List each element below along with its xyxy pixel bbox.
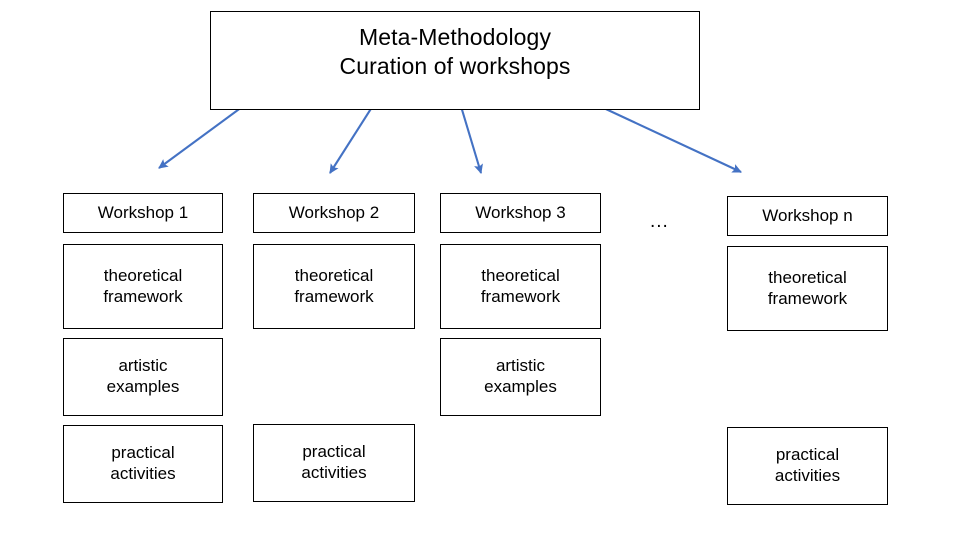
workshop-1-item-2-line-1: practical bbox=[111, 443, 175, 463]
workshop-n-theoretical-framework-box[interactable]: theoretical framework bbox=[727, 246, 888, 331]
root-title-line-2: Curation of workshops bbox=[339, 52, 571, 79]
workshop-1-item-2-line-2: activities bbox=[110, 464, 176, 483]
workshop-n-header-box[interactable]: Workshop n bbox=[727, 196, 888, 236]
workshop-2-header-box[interactable]: Workshop 2 bbox=[253, 193, 415, 233]
workshop-3-item-0-line-1: theoretical bbox=[481, 265, 560, 285]
workshop-n-practical-activities-box[interactable]: practical activities bbox=[727, 427, 888, 505]
workshop-1-item-0-line-2: framework bbox=[103, 286, 183, 306]
workshop-3-header-box[interactable]: Workshop 3 bbox=[440, 193, 601, 233]
workshop-n-item-0-line-1: theoretical bbox=[768, 267, 847, 287]
workshop-2-item-1-line-1: practical bbox=[302, 442, 366, 462]
workshop-3-theoretical-framework-box[interactable]: theoretical framework bbox=[440, 244, 601, 329]
workshop-2-theoretical-framework-box[interactable]: theoretical framework bbox=[253, 244, 415, 329]
workshop-1-practical-activities-box[interactable]: practical activities bbox=[63, 425, 223, 503]
workshop-n-item-1-line-2: activities bbox=[774, 466, 841, 485]
workshop-1-artistic-examples-box[interactable]: artistic examples bbox=[63, 338, 223, 416]
workshop-3-artistic-examples-box[interactable]: artistic examples bbox=[440, 338, 601, 416]
workshop-3-header-label: Workshop 3 bbox=[475, 202, 566, 222]
root-meta-methodology-box[interactable]: Meta-Methodology Curation of workshops bbox=[210, 11, 700, 110]
workshop-1-item-1-line-1: artistic bbox=[118, 356, 168, 376]
workshop-1-item-1-line-2: examples bbox=[106, 377, 180, 396]
workshop-n-item-0-line-2: framework bbox=[767, 288, 848, 308]
workshop-2-item-1-line-2: activities bbox=[301, 463, 367, 482]
root-title-line-1: Meta-Methodology bbox=[358, 24, 552, 51]
workshop-3-item-1-line-1: artistic bbox=[495, 356, 546, 376]
workshop-n-header-label: Workshop n bbox=[762, 205, 853, 225]
workshop-1-header-box[interactable]: Workshop 1 bbox=[63, 193, 223, 233]
workshop-2-item-0-line-2: framework bbox=[294, 286, 374, 306]
workshop-3-item-0-line-2: framework bbox=[480, 286, 561, 306]
workshop-n-item-1-line-1: practical bbox=[775, 445, 840, 465]
workshop-2-practical-activities-box[interactable]: practical activities bbox=[253, 424, 415, 502]
workshop-1-theoretical-framework-box[interactable]: theoretical framework bbox=[63, 244, 223, 329]
workshop-1-header-label: Workshop 1 bbox=[97, 202, 189, 222]
workshop-2-item-0-line-1: theoretical bbox=[294, 265, 374, 285]
workshop-1-item-0-line-1: theoretical bbox=[103, 265, 183, 285]
workshop-2-header-label: Workshop 2 bbox=[288, 202, 380, 222]
ellipsis-more-workshops: ... bbox=[650, 211, 669, 232]
workshop-3-item-1-line-2: examples bbox=[484, 377, 557, 396]
